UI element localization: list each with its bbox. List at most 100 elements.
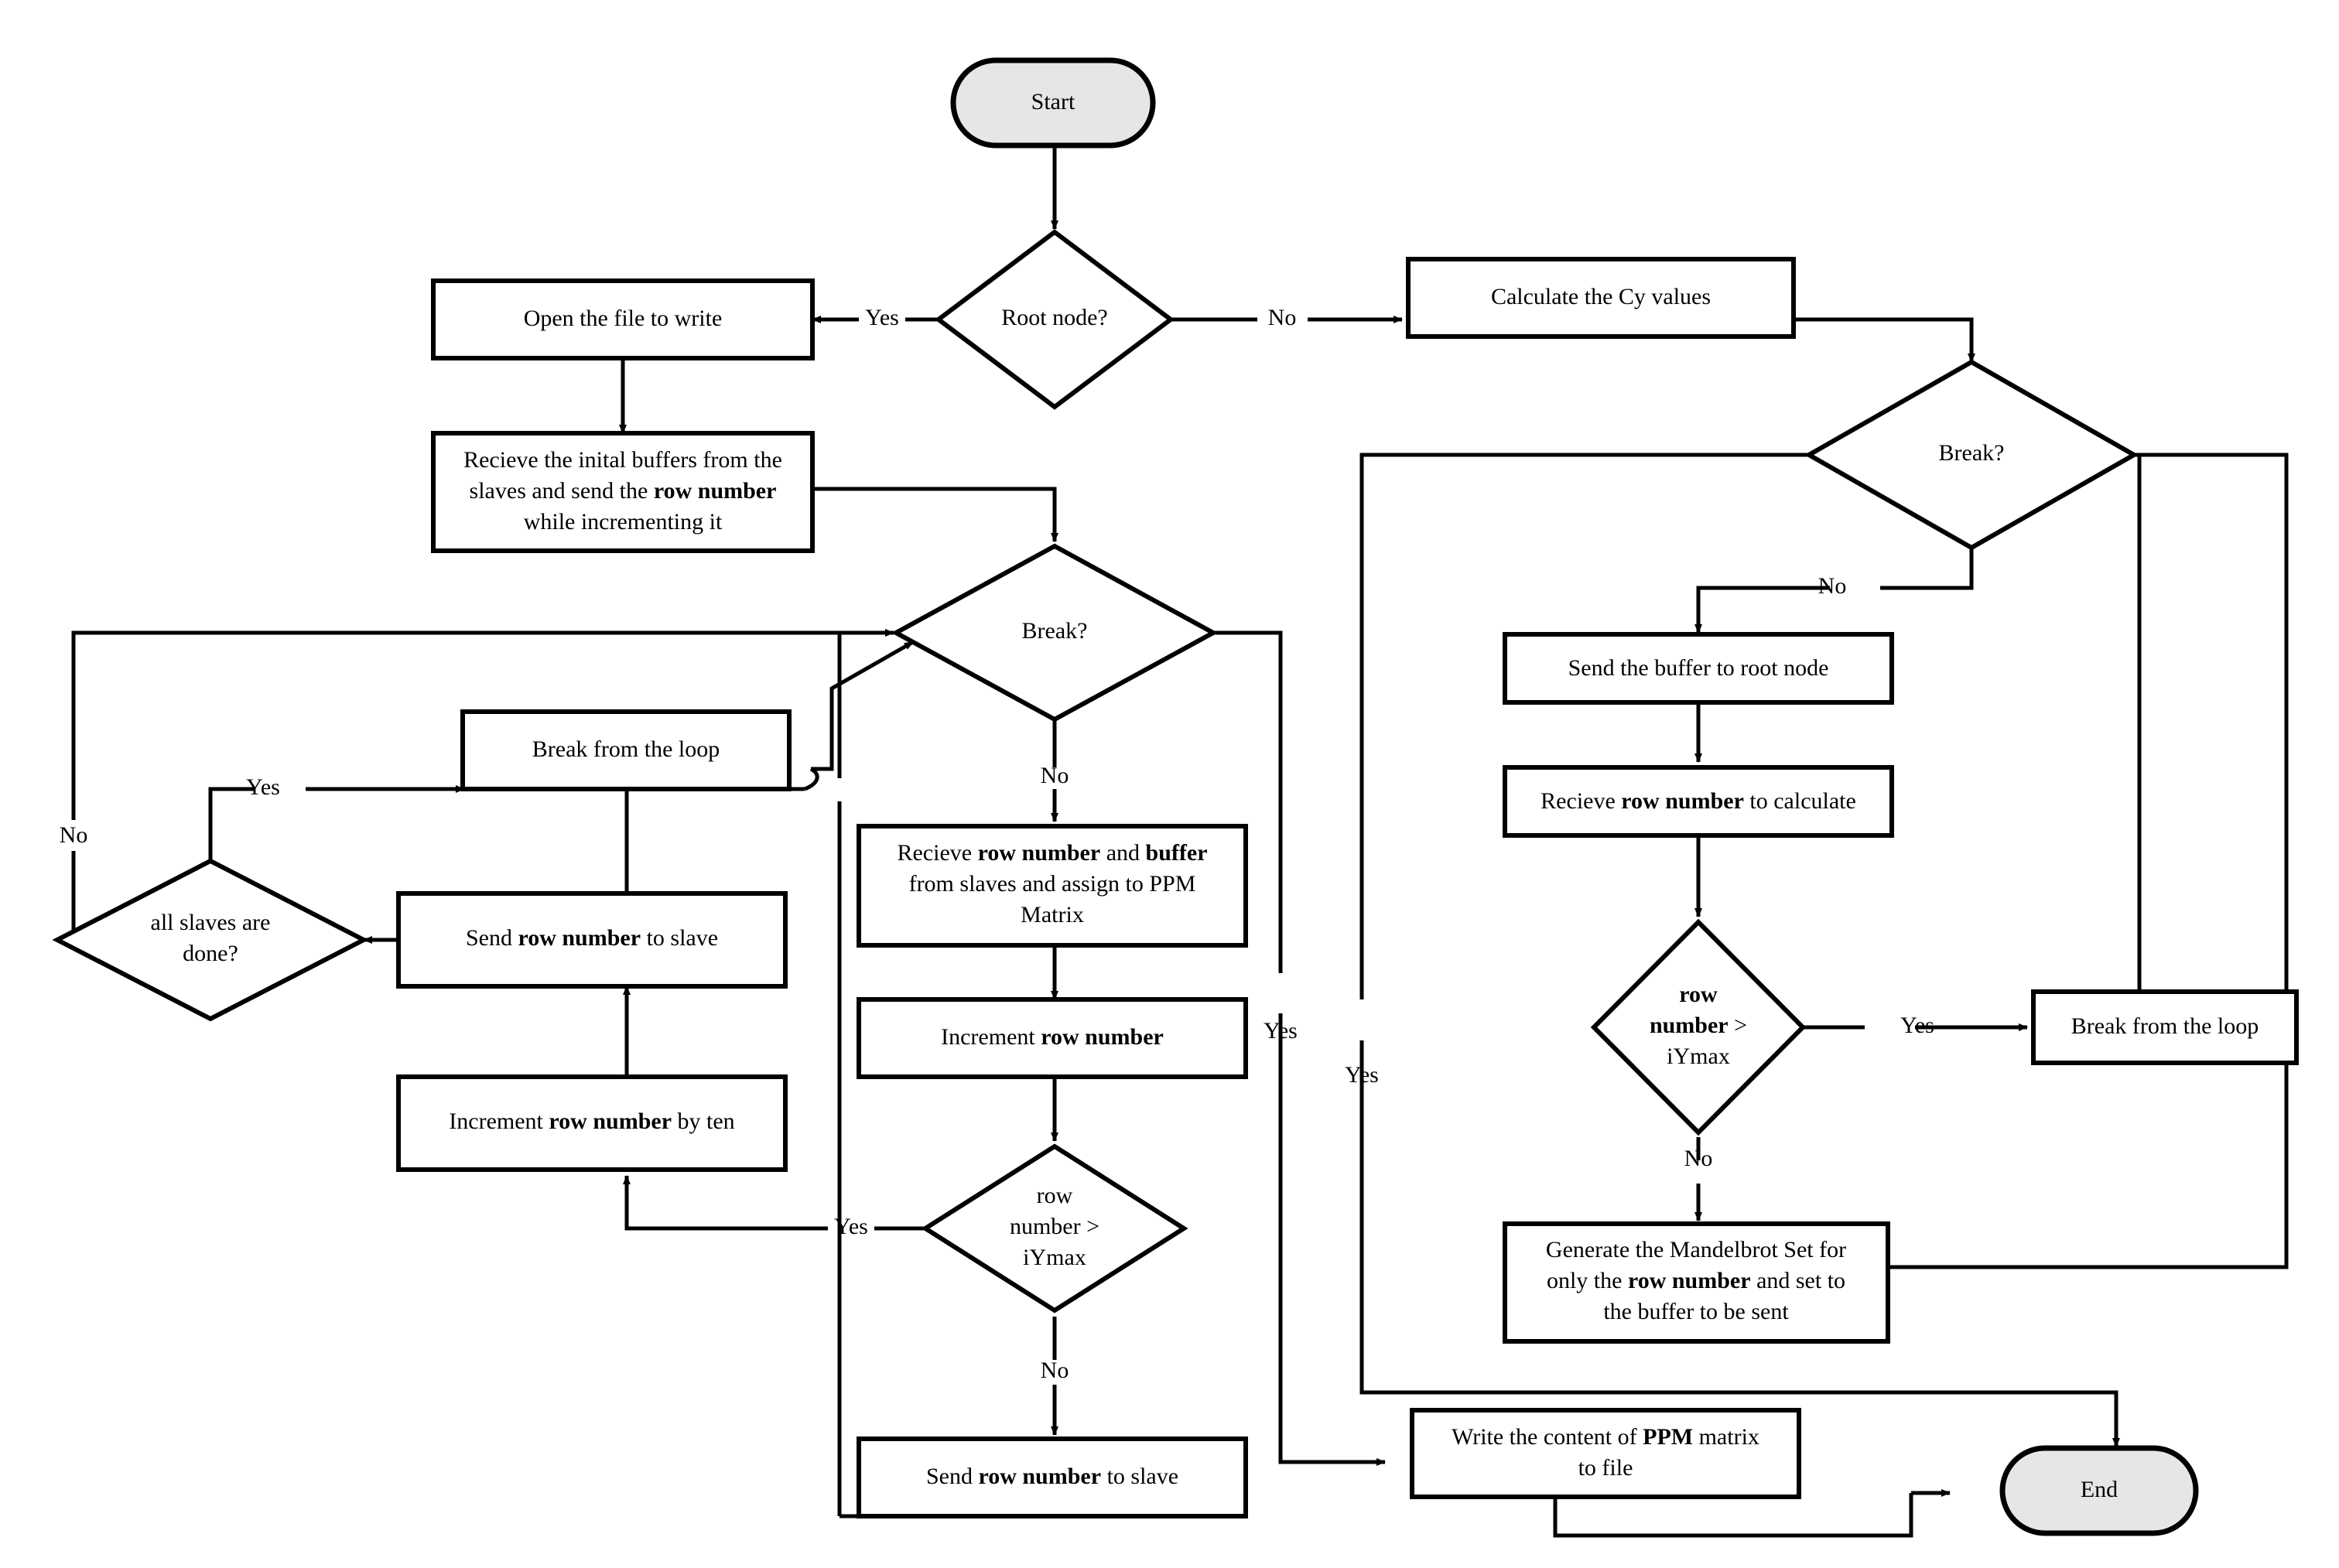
edge-breakm-yes	[1278, 1013, 1386, 1466]
edge-rowgtm-yes	[623, 1175, 828, 1231]
edge-label-root-yes: Yes	[865, 305, 899, 330]
edge-label-rowgt-master-yes: Yes	[834, 1214, 868, 1239]
node-recv-rowbuf[interactable]: Recieve row number and buffer from slave…	[857, 824, 1248, 948]
edge-label-break-master-yes: Yes	[1264, 1018, 1298, 1044]
node-break-loop-right[interactable]: Break from the loop	[2031, 989, 2299, 1065]
edge-label-break-slave-no: No	[1818, 573, 1847, 599]
node-increment-row-ten[interactable]: Increment row number by ten	[396, 1074, 788, 1172]
increment-row-ten-line1: Increment row number by ten	[449, 1109, 734, 1134]
row-gt-master-decision-shape	[921, 1143, 1188, 1313]
break-loop-left-shape	[460, 709, 792, 791]
edge-genmandel-to-breaks	[1886, 451, 2289, 1269]
node-break-loop-left[interactable]: Break from the loop	[460, 709, 792, 791]
row-gt-master-line2: number >	[1010, 1214, 1099, 1239]
recv-rowbuf-line1: Recieve row number and buffer	[897, 840, 1207, 866]
edges-layer	[71, 145, 2289, 1538]
edge-writeppm-to-end-seg	[1553, 1493, 1913, 1538]
node-increment-row[interactable]: Increment row number	[857, 997, 1248, 1079]
recv-row-calculate-shape	[1503, 765, 1894, 838]
edge-breakm-yes-seg1	[1215, 630, 1283, 973]
row-gt-master-line1: row	[1037, 1183, 1073, 1208]
send-row-slave-bottom-shape	[857, 1436, 1248, 1518]
break-master-label: Break?	[1022, 618, 1088, 644]
row-gt-slave-line1: row	[1679, 982, 1718, 1007]
send-buffer-root-label: Send the buffer to root node	[1568, 655, 1829, 681]
edge-label-allslaves-no: No	[60, 822, 88, 848]
row-gt-master-line3: iYmax	[1023, 1245, 1086, 1270]
edge-breaks-no-seg1	[1880, 548, 1974, 590]
break-slave-decision-shape	[1804, 359, 2139, 551]
recv-row-calculate-line1: Recieve row number to calculate	[1541, 788, 1856, 814]
calculate-cy-shape	[1406, 257, 1796, 339]
recv-initial-line2: slaves and send the row number	[470, 478, 777, 504]
edge-label-rowgt-slave-no: No	[1684, 1146, 1713, 1171]
increment-row-line1: Increment row number	[941, 1024, 1164, 1050]
start-terminal-shape	[950, 57, 1156, 149]
node-break-master[interactable]: Break?	[891, 543, 1219, 723]
edge-label-break-master-no: No	[1041, 763, 1069, 788]
generate-mandelbrot-shape	[1503, 1221, 1890, 1344]
row-gt-slave-decision-shape	[1590, 918, 1807, 1136]
edge-calccy-to-breaks	[1794, 317, 1975, 363]
generate-mandelbrot-line3: the buffer to be sent	[1603, 1299, 1789, 1324]
node-end[interactable]: End	[1999, 1445, 2199, 1536]
edge-allslaves-yes-seg1	[208, 787, 255, 861]
break-loop-right-shape	[2031, 989, 2299, 1065]
edge-label-root-no: No	[1268, 305, 1297, 330]
open-file-label: Open the file to write	[524, 306, 723, 331]
increment-row-shape	[857, 997, 1248, 1079]
generate-mandelbrot-line2: only the row number and set to	[1547, 1268, 1845, 1293]
all-slaves-decision-shape	[52, 858, 369, 1022]
node-write-ppm[interactable]: Write the content of PPM matrix to file	[1410, 1408, 1801, 1499]
send-row-slave-left-shape	[396, 891, 788, 989]
node-root-node[interactable]: Root node?	[935, 229, 1175, 410]
node-start[interactable]: Start	[950, 57, 1156, 149]
edge-breakloopL-out	[811, 640, 915, 771]
edge-label-allslaves-yes: Yes	[246, 774, 280, 800]
edge-label-rowgt-slave-yes: Yes	[1900, 1013, 1934, 1038]
write-ppm-shape	[1410, 1408, 1801, 1499]
edge-allslaves-no	[71, 629, 894, 820]
recv-rowbuf-line3: Matrix	[1021, 902, 1084, 927]
send-buffer-root-shape	[1503, 632, 1894, 705]
generate-mandelbrot-line1: Generate the Mandelbrot Set for	[1546, 1237, 1846, 1262]
node-send-buffer-root[interactable]: Send the buffer to root node	[1503, 632, 1894, 705]
recv-initial-line3: while incrementing it	[524, 509, 723, 535]
send-row-slave-left-line1: Send row number to slave	[466, 925, 718, 951]
node-generate-mandelbrot[interactable]: Generate the Mandelbrot Set for only the…	[1503, 1221, 1890, 1344]
node-row-gt-master[interactable]: row number > iYmax	[921, 1143, 1188, 1313]
root-node-decision-shape	[935, 229, 1175, 410]
edge-breaks-no	[1694, 586, 1830, 634]
edge-breaks-yes	[1359, 1040, 2120, 1447]
recv-rowbuf-line2: from slaves and assign to PPM	[909, 871, 1196, 897]
write-ppm-line1: Write the content of PPM matrix	[1452, 1424, 1759, 1450]
node-open-file[interactable]: Open the file to write	[431, 278, 815, 360]
edge-label-break-slave-yes: Yes	[1345, 1062, 1379, 1088]
node-recv-row-calculate[interactable]: Recieve row number to calculate	[1503, 765, 1894, 838]
node-calculate-cy[interactable]: Calculate the Cy values	[1406, 257, 1796, 339]
increment-row-ten-shape	[396, 1074, 788, 1172]
send-row-slave-bottom-line1: Send row number to slave	[926, 1464, 1178, 1489]
node-recv-initial[interactable]: Recieve the inital buffers from the slav…	[431, 431, 815, 553]
break-master-decision-shape	[891, 543, 1219, 723]
write-ppm-line2: to file	[1578, 1455, 1633, 1481]
calculate-cy-label: Calculate the Cy values	[1491, 284, 1711, 309]
edge-recv-to-break	[812, 487, 1058, 542]
node-send-row-slave-bottom[interactable]: Send row number to slave	[857, 1436, 1248, 1518]
recv-initial-line1: Recieve the inital buffers from the	[463, 447, 782, 473]
node-all-slaves-done[interactable]: all slaves are done?	[52, 858, 369, 1022]
edge-labels-layer: Yes No No Yes No Yes No No Yes No Yes Ye…	[60, 305, 1934, 1383]
node-break-slave[interactable]: Break?	[1804, 359, 2139, 551]
end-terminal-shape	[1999, 1445, 2199, 1536]
row-gt-slave-line2: number >	[1650, 1013, 1747, 1038]
open-file-shape	[431, 278, 815, 360]
node-send-row-slave-left[interactable]: Send row number to slave	[396, 891, 788, 989]
edge-breaks-yes-seg1	[1359, 453, 1859, 999]
start-label: Start	[1031, 89, 1075, 114]
node-row-gt-slave[interactable]: row number > iYmax	[1590, 918, 1807, 1136]
root-node-label: Root node?	[1001, 305, 1107, 330]
break-loop-left-label: Break from the loop	[532, 736, 720, 762]
all-slaves-line2: done?	[183, 941, 238, 966]
